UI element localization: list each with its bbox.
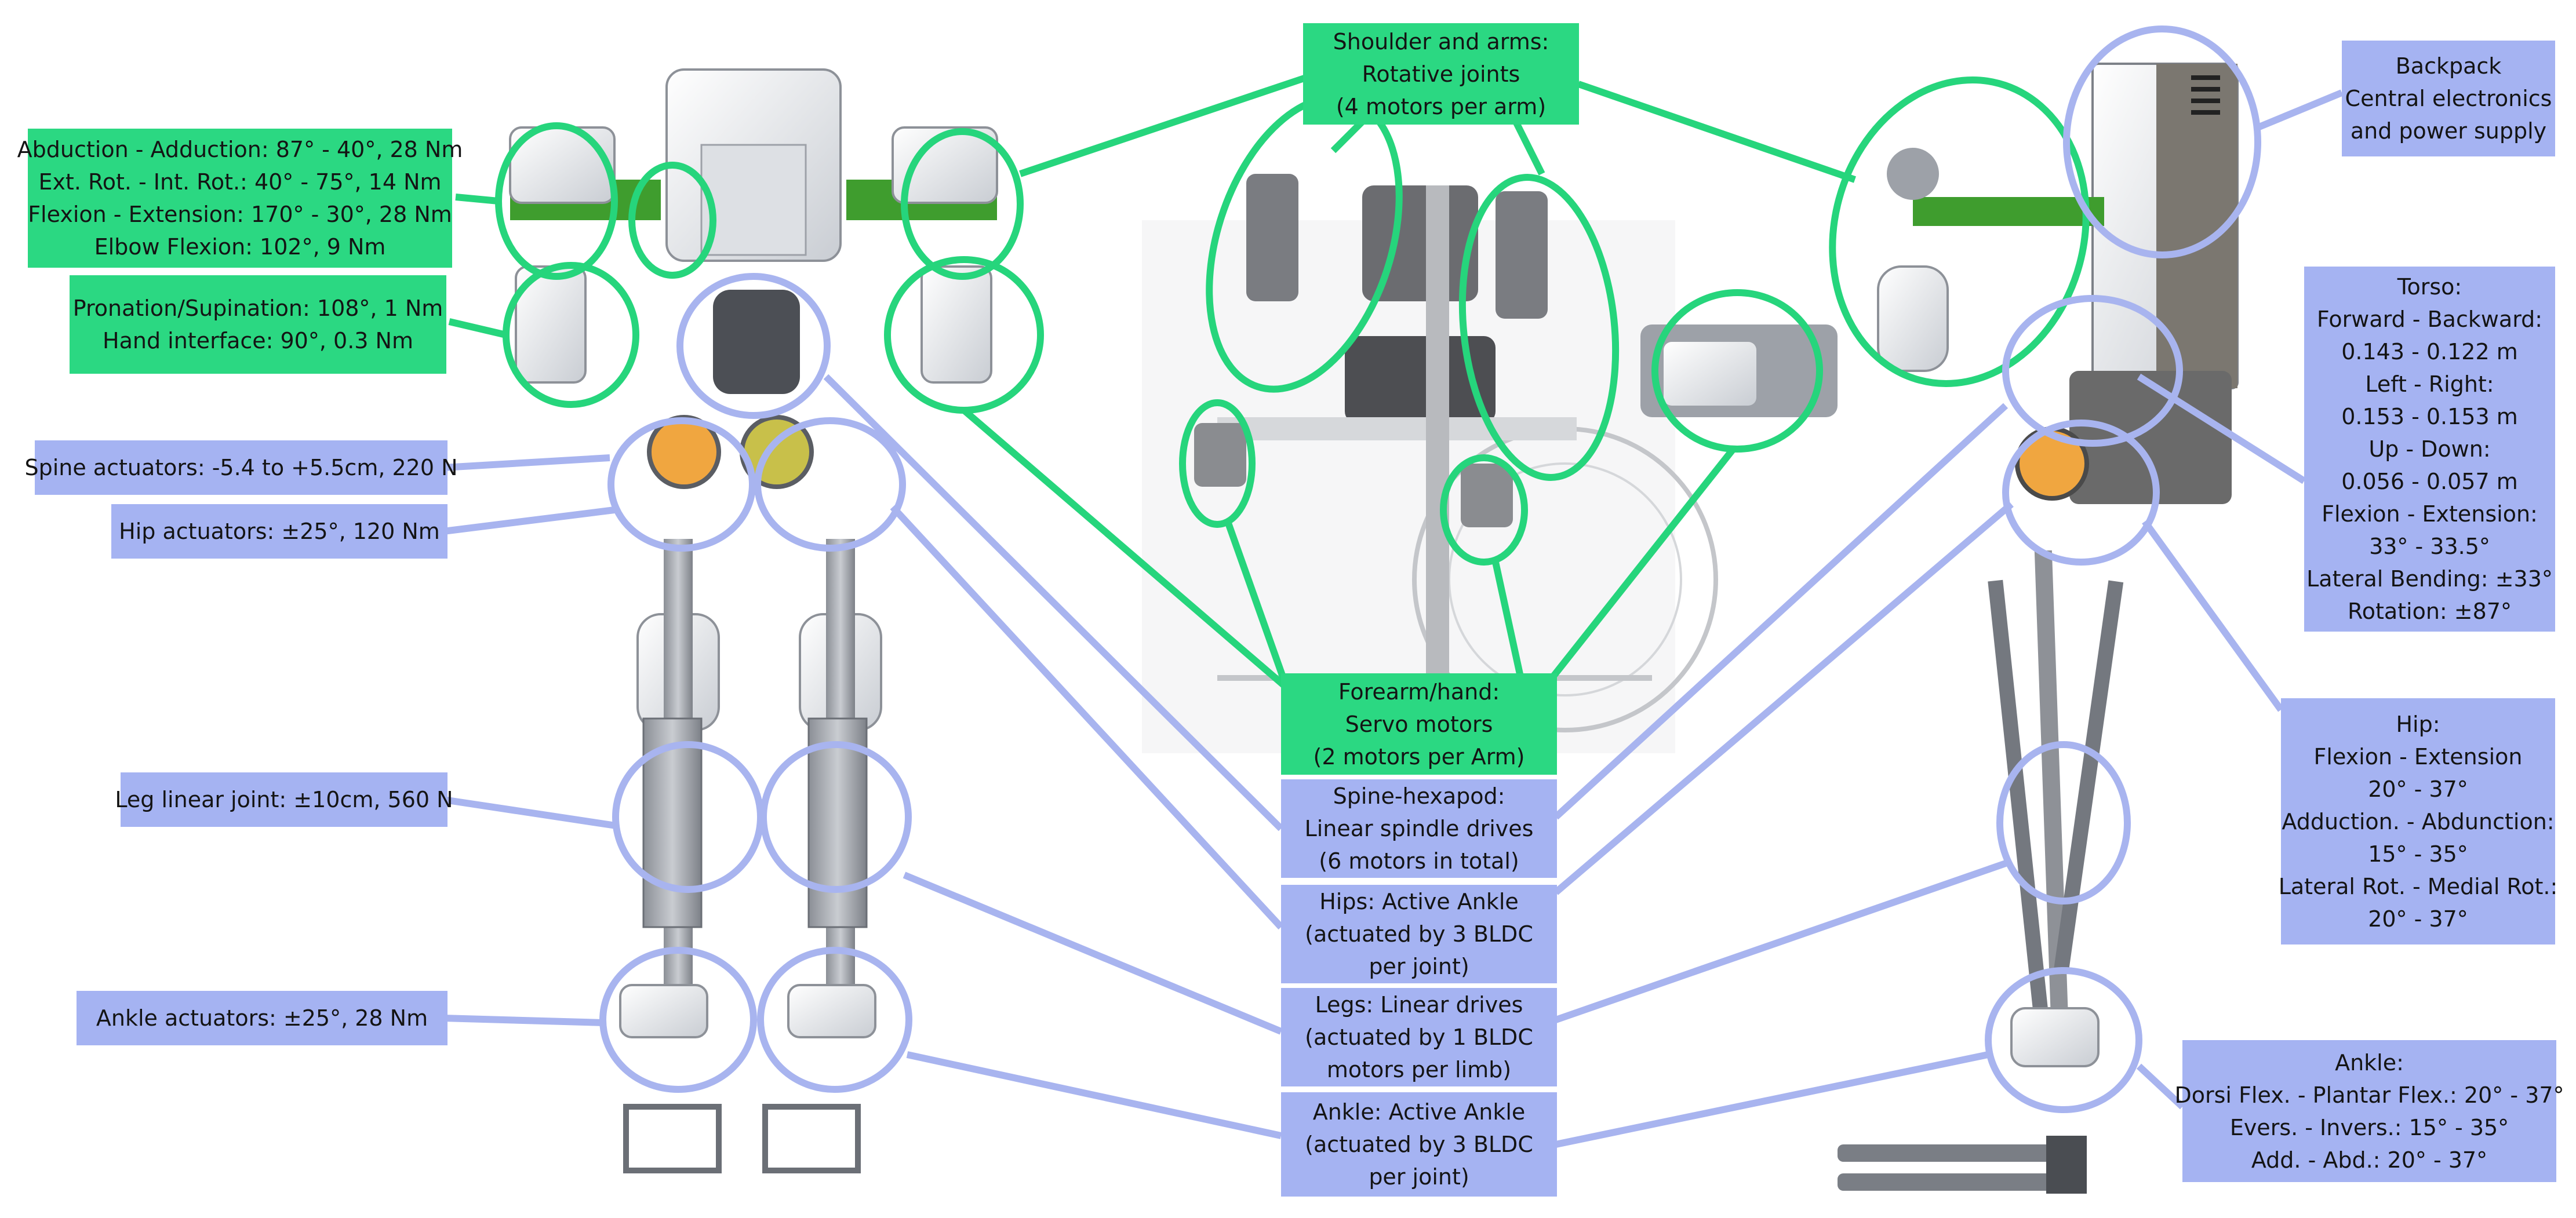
right-hip-circle: [754, 417, 906, 552]
side-leg-circle: [1996, 741, 2131, 905]
side-shoulder-circle: [1829, 76, 2090, 387]
right-leg-circle: [760, 741, 912, 893]
right-wrist-circle: [884, 256, 1044, 414]
wrist-spec-pronation: Pronation/Supination: 108°, 1 Nm: [72, 296, 443, 321]
left-hip-circle: [607, 417, 756, 552]
leg-linear-joint-label: Leg linear joint: ±10cm, 560 N: [115, 772, 453, 827]
wheelchair-right-hand-circle: [1440, 454, 1528, 566]
spine-hexapod-label: Spine-hexapod: Linear spindle drives (6 …: [1281, 779, 1557, 878]
hips-active-ankle-label: Hips: Active Ankle (actuated by 3 BLDC p…: [1281, 885, 1557, 983]
shoulder-arms-label: Shoulder and arms: Rotative joints (4 mo…: [1303, 23, 1579, 125]
wrist-specs-label: Pronation/Supination: 108°, 1 Nm Hand in…: [70, 275, 446, 374]
arm-spec-abduction: Abduction - Adduction: 87° - 40°, 28 Nm: [17, 137, 463, 162]
ankle-active-ankle-label: Ankle: Active Ankle (actuated by 3 BLDC …: [1281, 1092, 1557, 1197]
torso-label: Torso: Forward - Backward: 0.143 - 0.122…: [2304, 267, 2555, 632]
hip-specs-label: Hip: Flexion - Extension 20° - 37° Adduc…: [2279, 698, 2557, 945]
left-ankle-circle: [599, 947, 757, 1093]
spine-hexapod-circle: [676, 273, 831, 419]
backpack-label: Backpack Central electronics and power s…: [2342, 41, 2555, 156]
side-torso-circle: [2002, 295, 2183, 447]
left-elbow-circle: [628, 162, 716, 279]
wrist-spec-hand: Hand interface: 90°, 0.3 Nm: [103, 328, 413, 353]
ankle-actuators-label: Ankle actuators: ±25°, 28 Nm: [77, 991, 447, 1045]
side-hip-circle: [2002, 420, 2160, 566]
left-shoulder-circle: [495, 122, 618, 280]
spine-actuators-label: Spine actuators: -5.4 to +5.5cm, 220 N: [24, 440, 458, 495]
arm-specs-label: Abduction - Adduction: 87° - 40°, 28 Nm …: [17, 129, 463, 268]
forearm-hand-label: Forearm/hand: Servo motors (2 motors per…: [1281, 673, 1557, 775]
arm-spec-flexion: Flexion - Extension: 170° - 30°, 28 Nm: [28, 202, 452, 227]
wheelchair-left-hand-circle: [1179, 399, 1256, 528]
arm-spec-elbow: Elbow Flexion: 102°, 9 Nm: [94, 234, 386, 260]
left-wrist-circle: [503, 262, 639, 408]
hip-actuators-label: Hip actuators: ±25°, 120 Nm: [111, 504, 447, 559]
wheelchair-right-arm-circle: [1458, 174, 1620, 481]
left-leg-circle: [612, 741, 764, 893]
side-forearm-circle: [1651, 289, 1823, 453]
side-view-robot: [1640, 63, 2239, 1194]
right-ankle-circle: [757, 947, 912, 1093]
ankle-specs-label: Ankle: Dorsi Flex. - Plantar Flex.: 20° …: [2175, 1040, 2564, 1182]
legs-linear-drives-label: Legs: Linear drives (actuated by 1 BLDC …: [1281, 988, 1557, 1086]
front-view-robot: [509, 68, 998, 1173]
side-ankle-circle: [1985, 967, 2142, 1113]
backpack-circle: [2063, 25, 2261, 258]
right-shoulder-circle: [901, 128, 1024, 280]
arm-spec-rotation: Ext. Rot. - Int. Rot.: 40° - 75°, 14 Nm: [38, 169, 442, 195]
